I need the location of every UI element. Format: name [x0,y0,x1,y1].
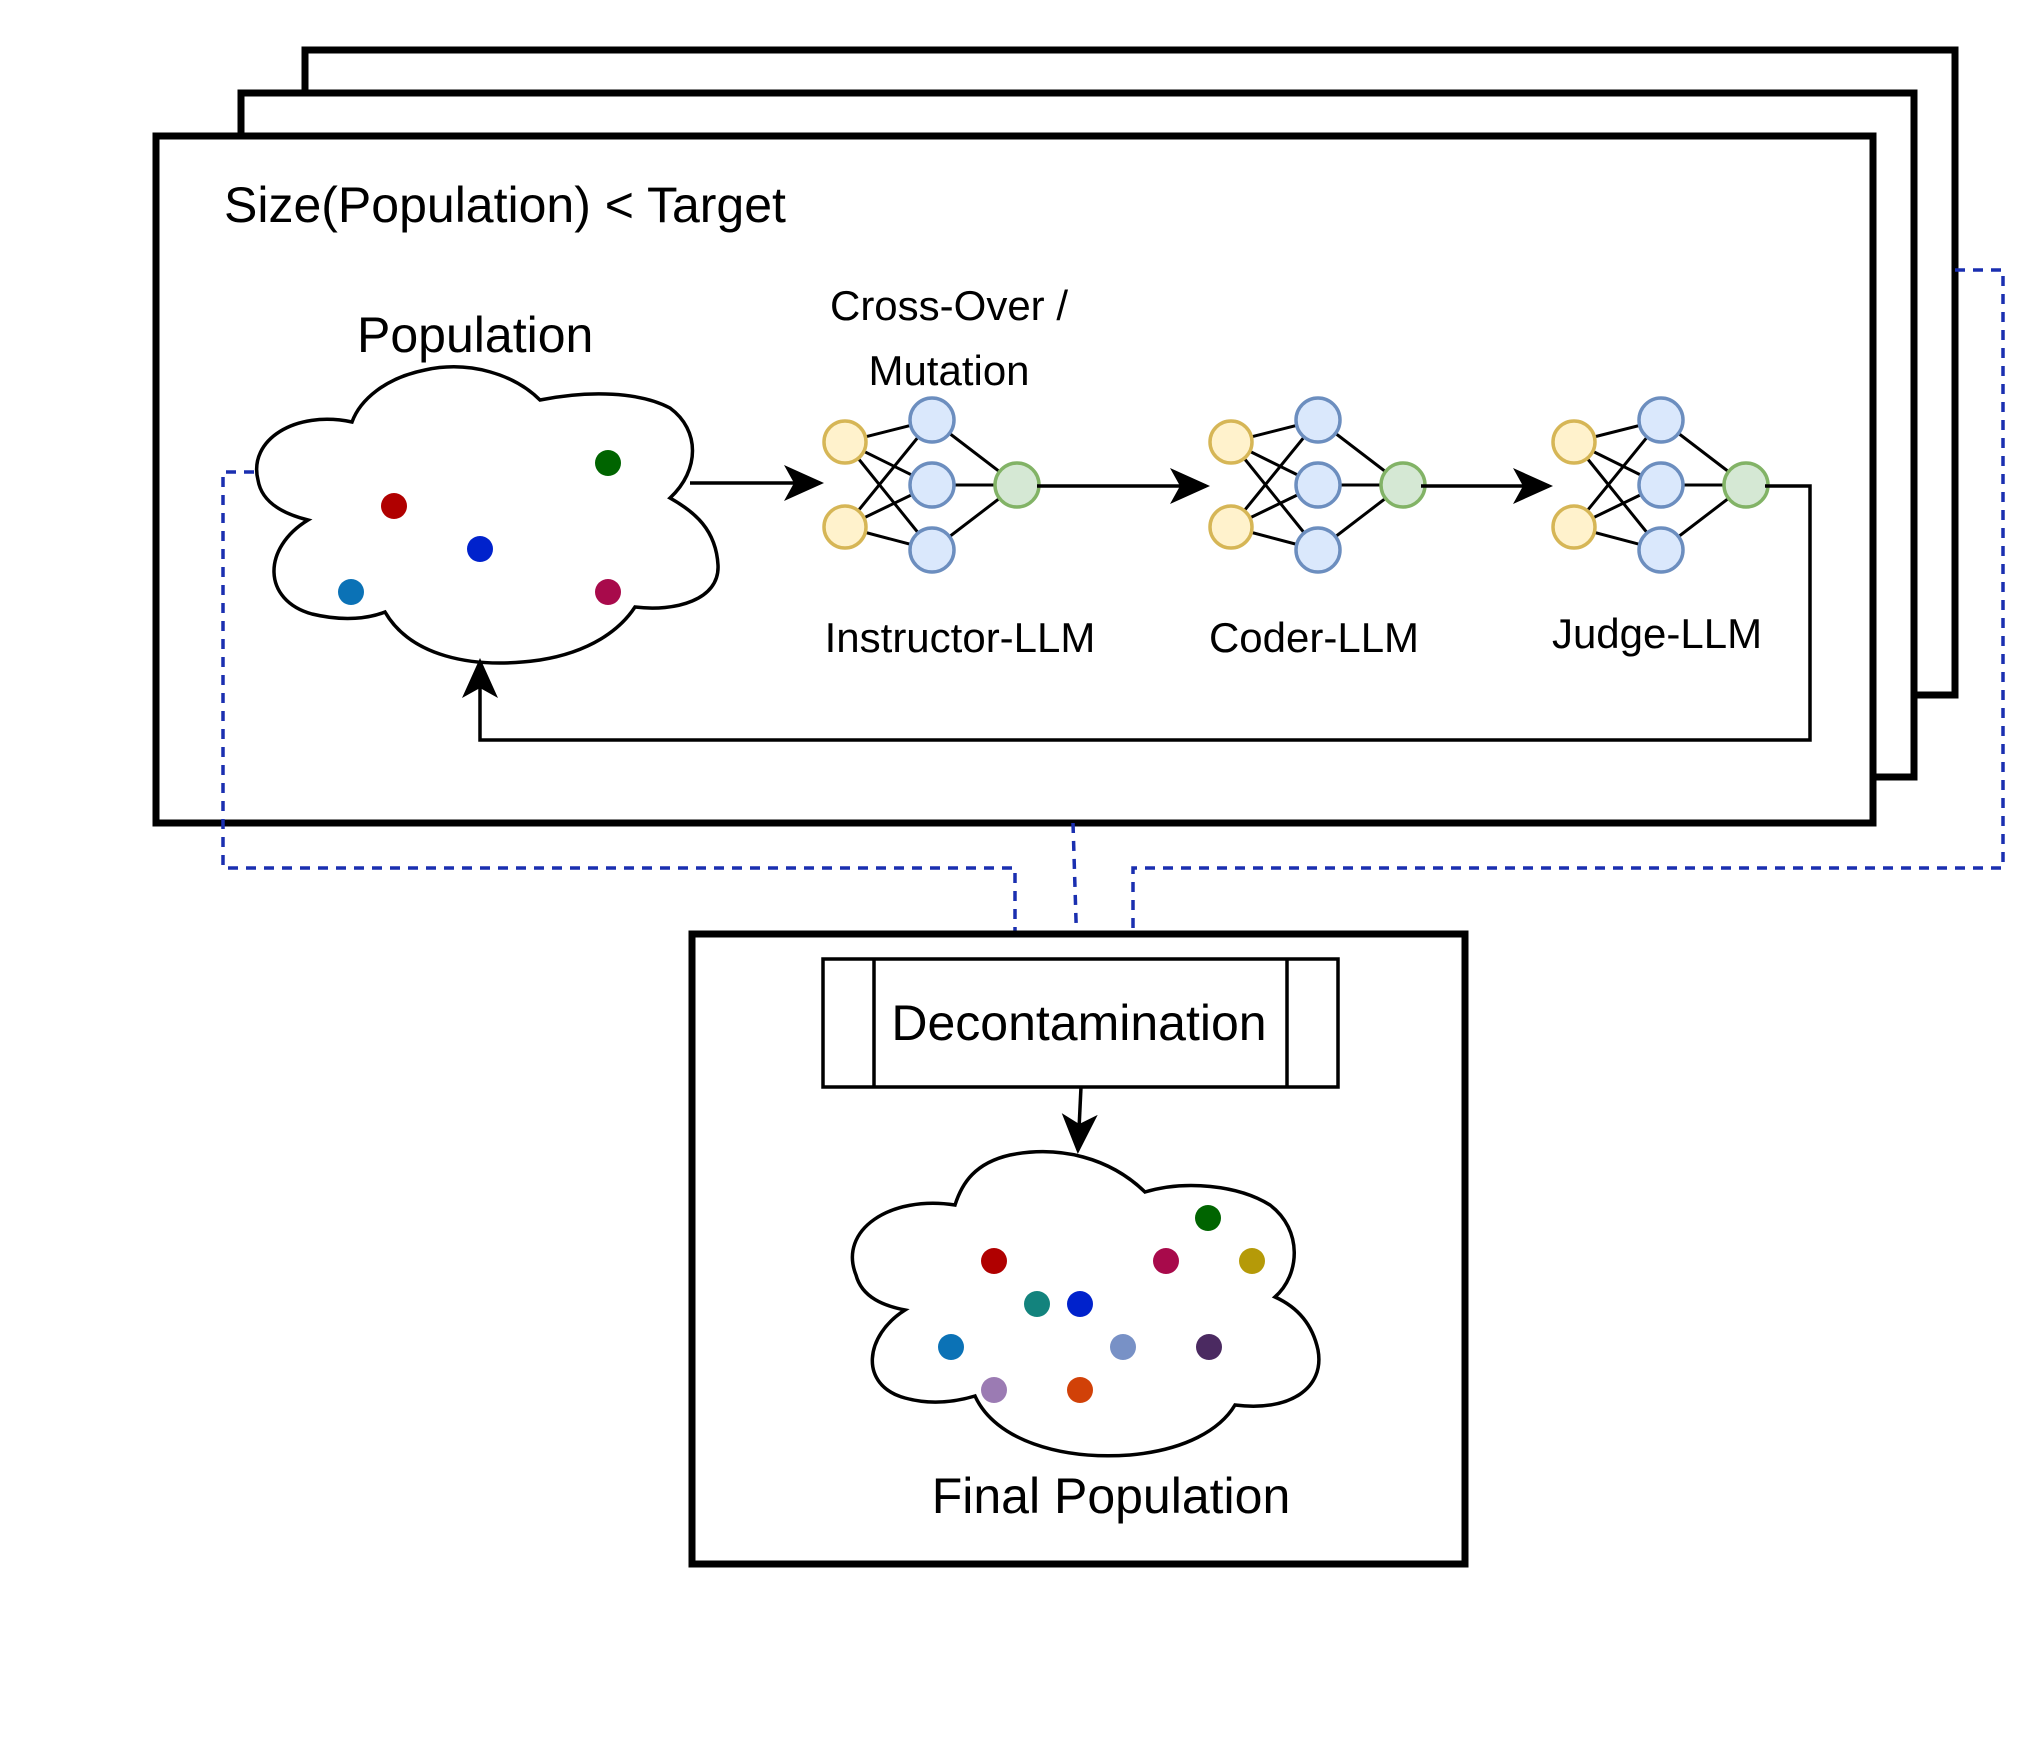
hidden-node [1294,396,1342,444]
final-population-dot [938,1334,964,1360]
population-dot [381,493,407,519]
loop-condition-label: Size(Population) < Target [224,177,786,233]
final-population-dot [1110,1334,1136,1360]
instructor-llm-network [822,396,1041,574]
hidden-node [908,461,956,509]
input-node [822,419,868,465]
population-dot [595,450,621,476]
final-population-dot [981,1377,1007,1403]
hidden-node [908,396,956,444]
population-dots [338,450,621,605]
population-dot [338,579,364,605]
feedback-loop-arrow [462,484,1812,742]
decontamination-label: Decontamination [891,995,1266,1051]
hidden-node [1294,526,1342,574]
output-node [993,461,1041,509]
final-population-dot [1067,1291,1093,1317]
coder-llm-label: Coder-LLM [1209,614,1419,661]
hidden-node [1637,461,1685,509]
final-population-dot [1195,1205,1221,1231]
population-dot [595,579,621,605]
population-label: Population [357,307,593,363]
final-population-dot [1067,1377,1093,1403]
output-node [1722,461,1770,509]
final-population-label: Final Population [932,1468,1291,1524]
input-node [1208,419,1254,465]
input-node [1551,419,1597,465]
final-population-dot [1196,1334,1222,1360]
decontamination-box [821,957,1340,1089]
dashed-arrow-left [221,470,1049,972]
arrow-decontamination-to-final [1061,1086,1098,1154]
population-dot [467,536,493,562]
judge-llm-label: Judge-LLM [1552,610,1762,657]
crossover-mutation-label-line2: Mutation [868,347,1029,394]
output-node [1379,461,1427,509]
hidden-node [1294,461,1342,509]
input-node [1551,504,1597,550]
hidden-node [1637,526,1685,574]
input-node [1208,504,1254,550]
hidden-node [908,526,956,574]
final-population-dot [1153,1248,1179,1274]
instructor-llm-label: Instructor-LLM [825,614,1096,661]
llm-networks [822,396,1770,574]
crossover-mutation-label-line1: Cross-Over / [830,282,1068,329]
hidden-node [1637,396,1685,444]
final-population-dot [1024,1291,1050,1317]
final-population-dots [938,1205,1265,1403]
judge-llm-network [1551,396,1770,574]
final-population-dot [981,1248,1007,1274]
final-population-dot [1239,1248,1265,1274]
coder-llm-network [1208,396,1427,574]
input-node [822,504,868,550]
dashed-arrow-center [1071,822,1112,971]
